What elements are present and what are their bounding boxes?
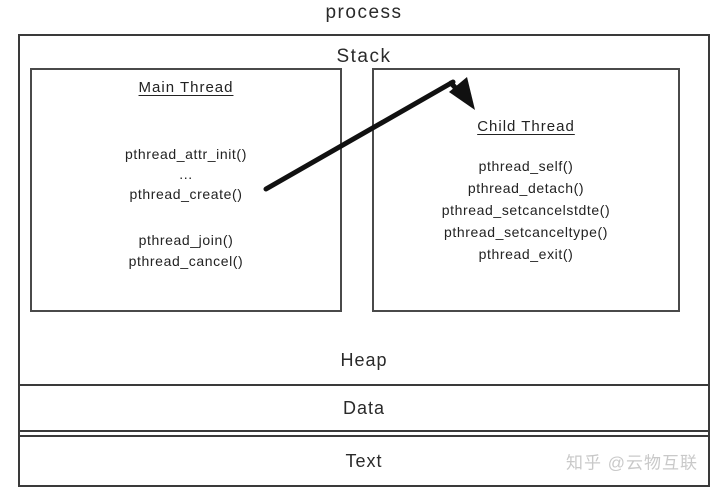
function-call: pthread_attr_init() xyxy=(125,146,247,162)
heap-section-label: Heap xyxy=(340,350,388,370)
main-thread-box: Main Thread pthread_attr_init() ... pthr… xyxy=(30,68,342,312)
child-thread-functions: pthread_self() pthread_detach() pthread_… xyxy=(374,155,678,265)
function-call: pthread_setcancelstdte() xyxy=(441,202,611,218)
process-box: Stack Main Thread pthread_attr_init() ..… xyxy=(18,34,710,487)
watermark: 知乎 @云物互联 xyxy=(566,453,698,473)
main-thread-functions-bottom: pthread_join() pthread_cancel() xyxy=(32,230,340,272)
function-call: pthread_exit() xyxy=(478,246,574,262)
diagram-title: process xyxy=(325,2,403,23)
child-thread-title: Child Thread xyxy=(477,118,575,135)
data-text-divider xyxy=(19,435,709,437)
text-section: Text 知乎 @云物互联 xyxy=(20,437,708,485)
main-thread-title: Main Thread xyxy=(138,79,234,96)
function-call: pthread_setcanceltype() xyxy=(444,224,608,240)
data-section: Data xyxy=(20,386,708,430)
data-section-label: Data xyxy=(342,397,386,418)
function-call: pthread_detach() xyxy=(467,180,585,196)
stack-section-label: Stack xyxy=(336,46,392,67)
text-section-label: Text xyxy=(345,450,383,471)
main-thread-functions-top: pthread_attr_init() ... pthread_create() xyxy=(32,144,340,204)
function-call: pthread_create() xyxy=(129,186,243,202)
data-text-divider xyxy=(19,430,709,432)
child-thread-box: Child Thread pthread_self() pthread_deta… xyxy=(372,68,680,312)
heap-data-divider xyxy=(19,384,709,386)
function-call: pthread_join() xyxy=(138,232,234,248)
ellipsis: ... xyxy=(179,166,193,182)
function-call: pthread_self() xyxy=(478,158,574,174)
function-call: pthread_cancel() xyxy=(128,253,244,269)
